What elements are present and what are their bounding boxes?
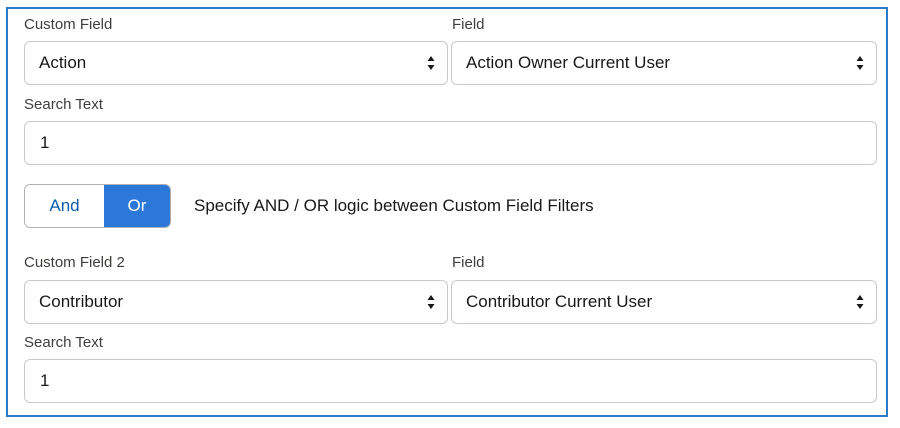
select-arrows-icon	[427, 295, 435, 309]
search-text-2-input[interactable]: 1	[24, 359, 877, 403]
search-text-input[interactable]: 1	[24, 121, 877, 165]
field-select[interactable]: Action Owner Current User	[451, 41, 877, 85]
search-text-value: 1	[40, 133, 50, 152]
custom-field-select[interactable]: Action	[24, 41, 448, 85]
custom-field-select-value: Action	[39, 53, 87, 72]
logic-description: Specify AND / OR logic between Custom Fi…	[194, 196, 594, 215]
custom-field-2-select[interactable]: Contributor	[24, 280, 448, 324]
select-arrows-icon	[427, 56, 435, 70]
select-arrows-icon	[856, 295, 864, 309]
search-text-label: Search Text	[24, 96, 103, 113]
field-label: Field	[452, 16, 485, 33]
and-button[interactable]: And	[25, 185, 104, 227]
custom-field-label: Custom Field	[24, 16, 113, 33]
search-text-2-label: Search Text	[24, 334, 103, 351]
select-arrows-icon	[856, 56, 864, 70]
field-2-select-value: Contributor Current User	[466, 292, 653, 311]
custom-field-2-label: Custom Field 2	[24, 254, 125, 271]
and-or-toggle[interactable]: And Or	[24, 184, 171, 228]
or-button[interactable]: Or	[104, 185, 170, 227]
field-2-select[interactable]: Contributor Current User	[451, 280, 877, 324]
search-text-2-value: 1	[40, 371, 50, 390]
field-2-label: Field	[452, 254, 485, 271]
custom-field-2-select-value: Contributor	[39, 292, 124, 311]
field-select-value: Action Owner Current User	[466, 53, 671, 72]
